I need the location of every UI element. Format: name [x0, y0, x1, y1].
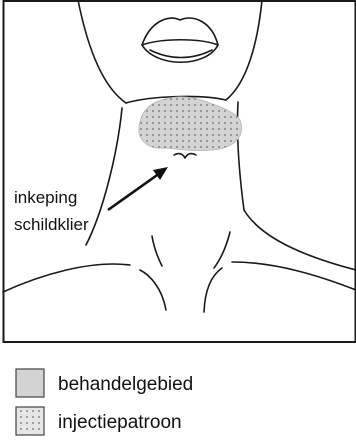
- annotation-label-line2: schildklier: [14, 215, 89, 234]
- annotation-label-line1: inkeping: [14, 188, 77, 207]
- legend: behandelgebied injectiepatroon: [16, 369, 193, 435]
- legend-label-treatment-area: behandelgebied: [58, 374, 193, 395]
- illustration-frame: [4, 1, 356, 342]
- legend-swatch-dots: [16, 407, 44, 435]
- legend-label-injection-pattern: injectiepatroon: [58, 412, 182, 433]
- legend-swatch-treatment-area: [16, 369, 44, 397]
